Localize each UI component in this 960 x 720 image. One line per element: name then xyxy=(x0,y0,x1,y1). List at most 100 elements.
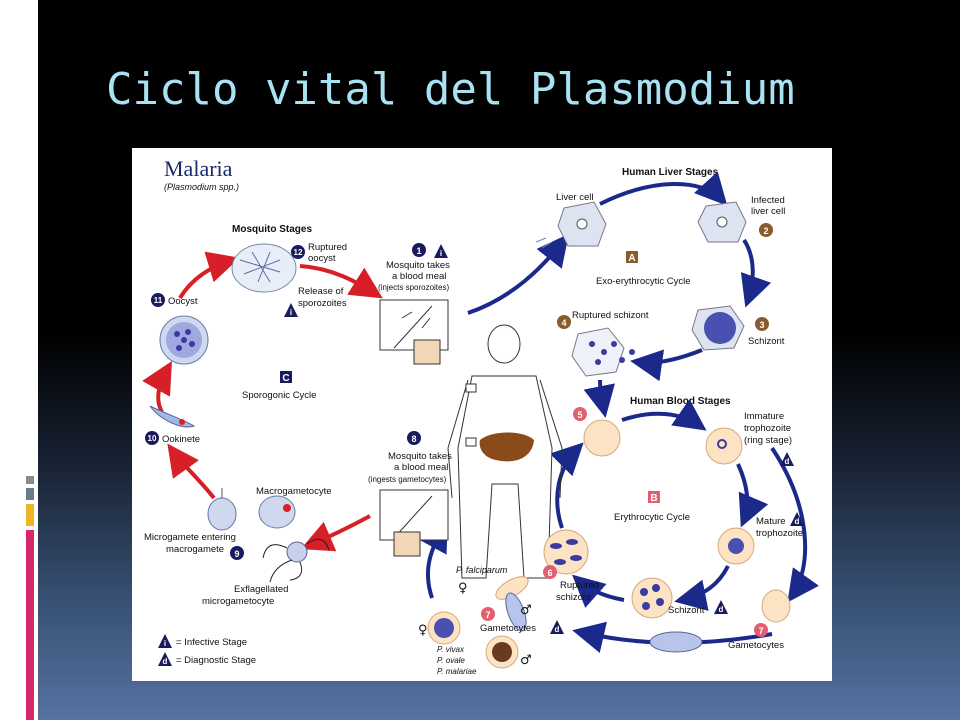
diagnostic-badge-schizont-text: d xyxy=(719,605,724,614)
step-7a-num: 7 xyxy=(485,610,490,620)
diagnostic-badge-gametocytes-text: d xyxy=(555,625,560,634)
step-8-label-1: Mosquito takes xyxy=(388,451,452,462)
sporogonic-cycle-label: Sporogonic Cycle xyxy=(242,390,316,401)
cycle-marker-b xyxy=(648,491,660,503)
ookinete-image xyxy=(149,405,196,428)
step-3-label: Schizont xyxy=(748,336,785,347)
arrow-schizont-to-ruptured xyxy=(630,348,703,382)
step-7a-badge xyxy=(481,607,495,621)
deco-block-orange xyxy=(26,504,34,526)
arrow-gametes-to-ookinete xyxy=(167,443,216,500)
step-6-num: 6 xyxy=(547,568,552,578)
infected-liver-cell-image xyxy=(697,201,747,243)
species-ovale: P. ovale xyxy=(437,656,465,665)
step-11-num: 11 xyxy=(154,296,163,305)
step-9-label-1: Microgamete entering xyxy=(144,532,236,543)
human-silhouette xyxy=(447,324,563,579)
cycle-marker-b-text: B xyxy=(650,493,657,504)
step-8-num: 8 xyxy=(411,434,416,444)
arrow-ookinete-to-oocyst xyxy=(142,361,172,413)
diagnostic-badge-gametocytes xyxy=(550,620,564,634)
diagnostic-badge-ring xyxy=(780,452,794,466)
schizont-blood-label: Schizont xyxy=(668,605,705,616)
arrow-bite-to-gametes xyxy=(300,514,371,552)
release-label-2: sporozoites xyxy=(298,298,347,309)
ruptured-oocyst-image xyxy=(231,243,297,293)
bite-panel-1 xyxy=(379,299,449,365)
diagram-subheading: (Plasmodium spp.) xyxy=(164,182,239,192)
arrow-ring-to-gametocyte xyxy=(770,446,819,603)
diagram-heading: Malaria xyxy=(164,156,233,181)
infective-badge-1-text: i xyxy=(440,249,442,258)
liver-cell-image xyxy=(535,201,607,249)
infective-badge-1 xyxy=(434,244,448,258)
schizont-blood-image xyxy=(631,577,673,619)
male-symbol-falciparum: ♂ xyxy=(520,603,532,618)
step-9-label-2: macrogamete xyxy=(166,544,224,555)
deco-block-gray xyxy=(26,476,34,484)
step-4-num: 4 xyxy=(561,318,566,328)
species-vivax: P. vivax xyxy=(437,645,465,654)
cycle-marker-c xyxy=(280,371,292,383)
step-2-label-2: liver cell xyxy=(751,206,785,217)
step-5-num: 5 xyxy=(577,410,582,420)
step-1-num: 1 xyxy=(416,246,421,256)
mature-trophozoite-image xyxy=(717,527,755,565)
arrow-infected-to-schizont xyxy=(740,238,772,308)
arrow-to-ring xyxy=(621,399,707,431)
falciparum-gametocytes-image xyxy=(495,576,529,632)
release-label-1: Release of xyxy=(298,286,344,297)
deco-block-steel xyxy=(26,488,34,500)
legend-diagnostic-icon xyxy=(158,652,172,666)
liver-icon xyxy=(479,432,534,462)
step-8-label-2: a blood meal xyxy=(394,462,448,473)
gametocyte-crescent-image xyxy=(649,589,791,653)
deco-block-magenta xyxy=(26,530,34,720)
step-9-badge xyxy=(230,546,244,560)
step-1-badge xyxy=(412,243,426,257)
section-liver-stages: Human Liver Stages xyxy=(622,167,719,178)
step-6-label-1: Ruptured xyxy=(560,580,599,591)
erythrocytic-cycle-label: Erythrocytic Cycle xyxy=(614,512,690,523)
ruptured-schizont-blood-image xyxy=(543,529,589,575)
arrow-oocyst-to-ruptured xyxy=(178,251,240,300)
arrow-ruptured-to-merozoite xyxy=(549,442,584,529)
step-2-num: 2 xyxy=(763,226,768,236)
exflagellated-label-1: Exflagellated xyxy=(234,584,288,595)
arrow-schizont-to-ruptured-blood xyxy=(572,574,625,608)
ring-stage-image xyxy=(705,427,743,465)
female-symbol-others: ♀ xyxy=(418,623,428,638)
lifecycle-diagram: Malaria (Plasmodium spp.) Mosquito Stage… xyxy=(142,156,819,676)
step-12-badge xyxy=(291,245,305,259)
cycle-marker-a-text: A xyxy=(628,253,635,264)
step-1-label-3: (injects sporozoites) xyxy=(378,283,449,292)
schizont-liver-image xyxy=(691,305,745,351)
diagnostic-badge-schizont xyxy=(714,600,728,614)
step-7a-label: Gametocytes xyxy=(480,623,536,634)
arrow-to-blood xyxy=(583,379,615,418)
oocyst-image xyxy=(159,315,209,365)
step-1-label-2: a blood meal xyxy=(392,271,446,282)
legend-diagnostic-label: = Diagnostic Stage xyxy=(176,655,256,666)
step-1-label-1: Mosquito takes xyxy=(386,260,450,271)
cycle-marker-c-text: C xyxy=(282,373,289,384)
step-12-label-2: oocyst xyxy=(308,253,336,264)
step-3-badge xyxy=(755,317,769,331)
ring-label-1: Immature xyxy=(744,411,784,422)
step-2-label-1: Infected xyxy=(751,195,785,206)
step-9-num: 9 xyxy=(234,549,239,559)
ring-label-3: (ring stage) xyxy=(744,435,792,446)
exo-erythrocytic-cycle-label: Exo-erythrocytic Cycle xyxy=(596,276,691,287)
step-10-num: 10 xyxy=(148,434,157,443)
mature-label-1: Mature xyxy=(756,516,786,527)
infective-badge-release xyxy=(284,303,298,317)
diagnostic-badge-mature-text: d xyxy=(795,517,800,526)
arrow-oocyst-to-bite xyxy=(299,264,383,299)
exflagellated-label-2: microgametocyte xyxy=(202,596,274,607)
diagnostic-badge-ring-text: d xyxy=(785,457,790,466)
ruptured-schizont-liver-image xyxy=(571,327,635,377)
step-3-num: 3 xyxy=(759,320,764,330)
step-8-label-3: (ingests gametocytes) xyxy=(368,475,447,484)
arrow-mature-to-schizont xyxy=(674,565,730,611)
macrogametocyte-label: Macrogametocyte xyxy=(256,486,332,497)
